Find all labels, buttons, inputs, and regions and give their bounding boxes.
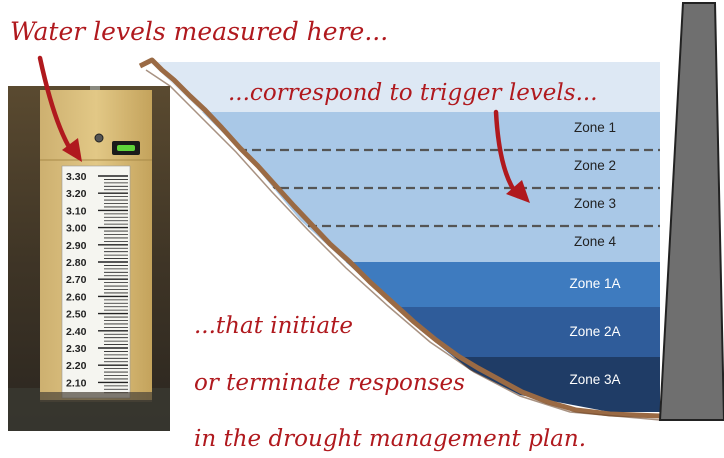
- gauge-number: 2.50: [66, 309, 87, 321]
- staff-gauge-photo: 3.30 3.20 3.10 3.00 2.90 2.80 2.70 2.60 2.50 2.40…: [8, 86, 170, 431]
- embankment: [138, 57, 661, 419]
- zone-label: Zone 1: [574, 120, 616, 135]
- annotation-initiate-3: in the drought management plan.: [194, 426, 586, 452]
- gauge-number: 2.20: [66, 360, 87, 372]
- bolt: [94, 133, 104, 143]
- gauge-number: 3.20: [66, 188, 87, 200]
- annotation-initiate-2: or terminate responses: [194, 370, 465, 396]
- zone-label: Zone 1A: [569, 276, 620, 291]
- gauge-number: 2.80: [66, 257, 87, 269]
- gauge-plate: [61, 165, 131, 399]
- level-bubble-liquid: [117, 145, 135, 151]
- gauge-number: 2.90: [66, 240, 87, 252]
- zone-label: Zone 4: [574, 234, 617, 249]
- zone-label: Zone 3A: [569, 372, 620, 387]
- zone-label: Zone 3: [574, 196, 616, 211]
- annotation-initiate-1: ...that initiate: [194, 313, 353, 339]
- arrow-to-gauge: [37, 55, 75, 155]
- gauge-number: 3.00: [66, 223, 87, 235]
- dam: [658, 1, 724, 421]
- gauge-waterline: [40, 392, 152, 402]
- annotations: Water levels measured here... ...corresp…: [10, 17, 598, 452]
- zone-labels: Zone 1 Zone 2 Zone 3 Zone 4 Zone 1A Zone…: [569, 120, 620, 387]
- zone-label: Zone 2: [574, 158, 616, 173]
- gauge-marks: 3.30 3.20 3.10 3.00 2.90 2.80 2.70 2.60 2.50 2.40…: [66, 171, 87, 389]
- arrow-to-zone-3-head: [506, 180, 530, 203]
- gauge-number: 3.30: [66, 171, 87, 183]
- gauge-number: 2.40: [66, 326, 87, 338]
- gauge-number: 2.70: [66, 274, 87, 286]
- gauge-number: 2.60: [66, 291, 87, 303]
- gauge-number: 3.10: [66, 205, 87, 217]
- annotation-water-levels: Water levels measured here...: [10, 17, 388, 46]
- zone-label: Zone 2A: [569, 324, 620, 339]
- gauge-number: 2.30: [66, 343, 87, 355]
- arrow-to-gauge-head: [62, 138, 82, 162]
- annotation-arrows: [37, 55, 530, 203]
- embankment-shadow: [145, 69, 661, 421]
- annotation-correspond: ...correspond to trigger levels...: [228, 80, 598, 106]
- gauge-number: 2.10: [66, 377, 87, 389]
- top-water-band: [150, 62, 660, 112]
